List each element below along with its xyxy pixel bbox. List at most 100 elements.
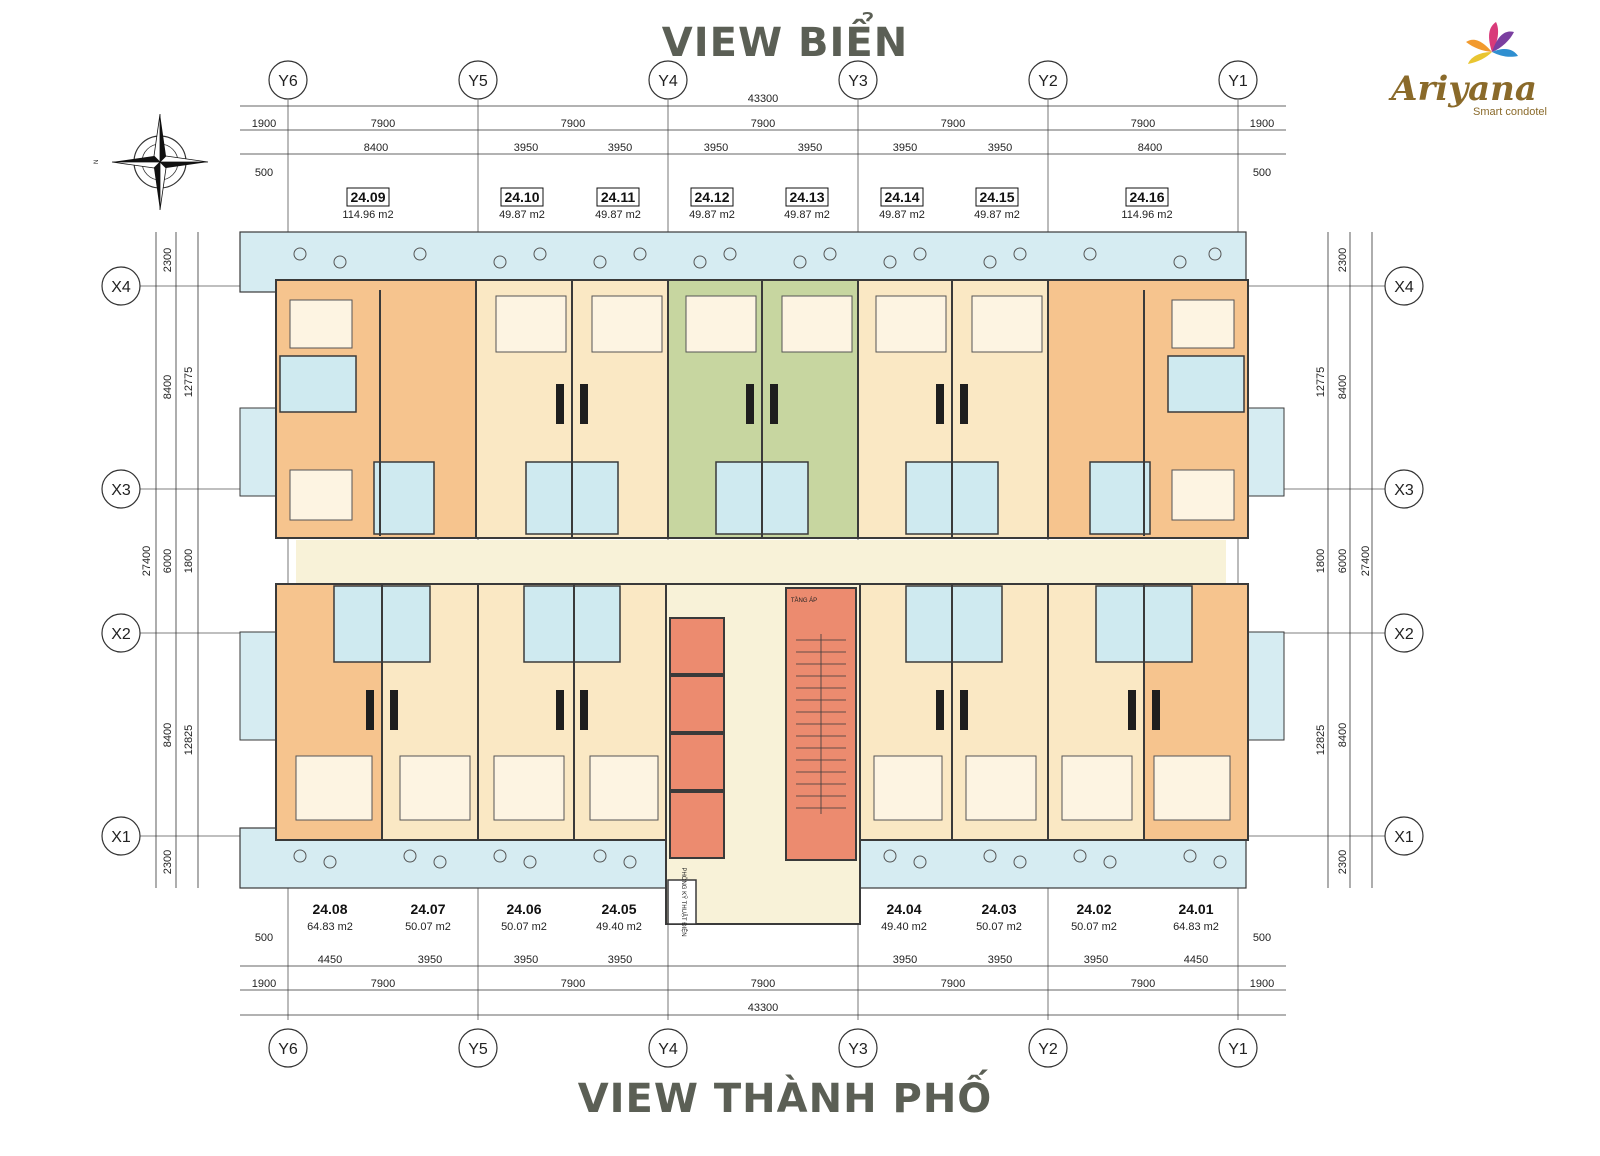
- beds: [289, 295, 1235, 821]
- grid-column-labels-bottom: Y6 Y5 Y4 Y3 Y2 Y1: [268, 1028, 1258, 1068]
- bathroom: [1167, 355, 1245, 413]
- tv-units: [366, 384, 1160, 730]
- bathroom: [523, 585, 621, 663]
- dim-col-span: 7900: [941, 118, 965, 130]
- dimensions-top: 43300 1900 7900 7900 7900 7900 7900 1900…: [240, 93, 1286, 179]
- dim-row-span: 8400: [162, 375, 174, 399]
- side-balcony: [239, 407, 277, 497]
- grid-label-y3-top: Y3: [848, 73, 868, 90]
- dim-row-sub-span: 1800: [1315, 549, 1327, 573]
- logo-flower-icon: [1466, 22, 1518, 64]
- grid-label-y1-top: Y1: [1228, 73, 1248, 90]
- grid-label-x3-right: X3: [1394, 482, 1414, 499]
- grid-bubble: [268, 60, 308, 100]
- dim-row-span: 8400: [1337, 375, 1349, 399]
- grid-label-y1-bottom: Y1: [1228, 1041, 1248, 1058]
- unit-code: 24.11: [601, 189, 635, 205]
- unit-code: 24.14: [884, 189, 919, 205]
- unit-code: 24.12: [694, 189, 729, 205]
- grid-bubble: [101, 816, 141, 856]
- dim-sub-span: 3950: [704, 142, 728, 154]
- dimensions-left: 2300 8400 6000 8400 2300 27400 12775 180…: [141, 232, 199, 888]
- unit-area: 114.96 m2: [342, 209, 393, 221]
- unit-code-box: [500, 187, 544, 207]
- technical-room: [667, 879, 697, 925]
- dim-sub-span: 3950: [988, 142, 1012, 154]
- unit-code-box: [596, 187, 640, 207]
- grid-label-x3-left: X3: [111, 482, 131, 499]
- stair-treads: [796, 634, 846, 814]
- unit-code-box: [785, 187, 829, 207]
- dim-col-span: 7900: [751, 978, 775, 990]
- unit-code: 24.07: [410, 901, 445, 917]
- dim-sub-span: 3950: [514, 954, 538, 966]
- grid-label-x2-right: X2: [1394, 626, 1414, 643]
- dim-row-span: 2300: [162, 248, 174, 272]
- grid-bubble: [1384, 613, 1424, 653]
- grid-bubble: [1028, 1028, 1068, 1068]
- unit-code: 24.06: [506, 901, 541, 917]
- dim-col-span: 1900: [1250, 118, 1274, 130]
- compass-icon: N: [94, 113, 209, 211]
- dim-overall-width-bottom: 43300: [748, 1002, 779, 1014]
- dim-sub-span: 3950: [988, 954, 1012, 966]
- logo-tagline: Smart condotel: [1473, 106, 1547, 118]
- stair-note: TẦNG ÁP: [791, 597, 817, 604]
- dim-row-span: 8400: [162, 723, 174, 747]
- unit-area: 114.96 m2: [1121, 209, 1172, 221]
- top-view-title: VIEW BIỂN: [662, 11, 908, 66]
- bathroom: [905, 585, 1003, 663]
- dim-row-span: 2300: [1337, 850, 1349, 874]
- dim-col-span: 1900: [1250, 978, 1274, 990]
- dim-overall-depth-left: 27400: [141, 546, 153, 577]
- grid-label-x4-left: X4: [111, 279, 131, 296]
- grid-label-y4-bottom: Y4: [658, 1041, 678, 1058]
- bathroom: [1089, 461, 1151, 535]
- unit-area: 50.07 m2: [501, 921, 547, 933]
- corridor: [296, 540, 1226, 584]
- grid-bubble: [1218, 1028, 1258, 1068]
- side-balcony: [1247, 631, 1285, 741]
- unit-code-box: [975, 187, 1019, 207]
- dim-row-sub-span: 12775: [1315, 367, 1327, 398]
- grid-bubble: [1028, 60, 1068, 100]
- dim-sub-span: 3950: [608, 142, 632, 154]
- dim-row-span: 6000: [1337, 549, 1349, 573]
- grid-label-x1-left: X1: [111, 829, 131, 846]
- unit-area: 49.87 m2: [499, 209, 545, 221]
- brand-logo: Ariyana Smart condotel: [1388, 22, 1547, 118]
- unit-area: 50.07 m2: [1071, 921, 1117, 933]
- unit-labels-top: 24.09 114.96 m2 24.10 49.87 m2 24.11 49.…: [342, 187, 1173, 221]
- dim-col-span: 7900: [561, 118, 585, 130]
- unit-code: 24.02: [1076, 901, 1111, 917]
- elevator-shaft: [669, 617, 725, 675]
- dimensions-right: 2300 8400 6000 8400 2300 27400 12775 180…: [1315, 232, 1373, 888]
- dim-sub-span: 3950: [798, 142, 822, 154]
- grid-bubble: [458, 60, 498, 100]
- dim-sub-span: 4450: [1184, 954, 1208, 966]
- unit-area: 49.40 m2: [596, 921, 642, 933]
- elevator-shaft: [669, 791, 725, 859]
- unit-area: 49.40 m2: [881, 921, 927, 933]
- grid-bubble: [838, 1028, 878, 1068]
- grid-bubble: [101, 469, 141, 509]
- dim-row-sub-span: 12825: [183, 725, 195, 756]
- unit-code: 24.01: [1178, 901, 1213, 917]
- grid-label-y6-top: Y6: [278, 73, 298, 90]
- unit-code-box: [690, 187, 734, 207]
- dim-row-span: 2300: [162, 850, 174, 874]
- unit-code-box: [346, 187, 390, 207]
- dimensions-bottom: 500 500 4450 3950 3950 3950 3950 3950 39…: [240, 932, 1286, 1016]
- dim-sub-span: 8400: [364, 142, 388, 154]
- dim-row-sub-span: 12825: [1315, 725, 1327, 756]
- dim-col-span: 7900: [561, 978, 585, 990]
- technical-room-label: PHÒNG KỸ THUẬT ĐIỆN: [680, 867, 688, 936]
- dim-sub-span: 3950: [418, 954, 442, 966]
- dim-row-sub-span: 1800: [183, 549, 195, 573]
- dim-sub-span: 8400: [1138, 142, 1162, 154]
- side-balcony: [1247, 407, 1285, 497]
- grid-bubble: [101, 613, 141, 653]
- unit-labels-bottom: 24.08 64.83 m2 24.07 50.07 m2 24.06 50.0…: [307, 901, 1219, 933]
- compass-north-letter: N: [94, 160, 100, 164]
